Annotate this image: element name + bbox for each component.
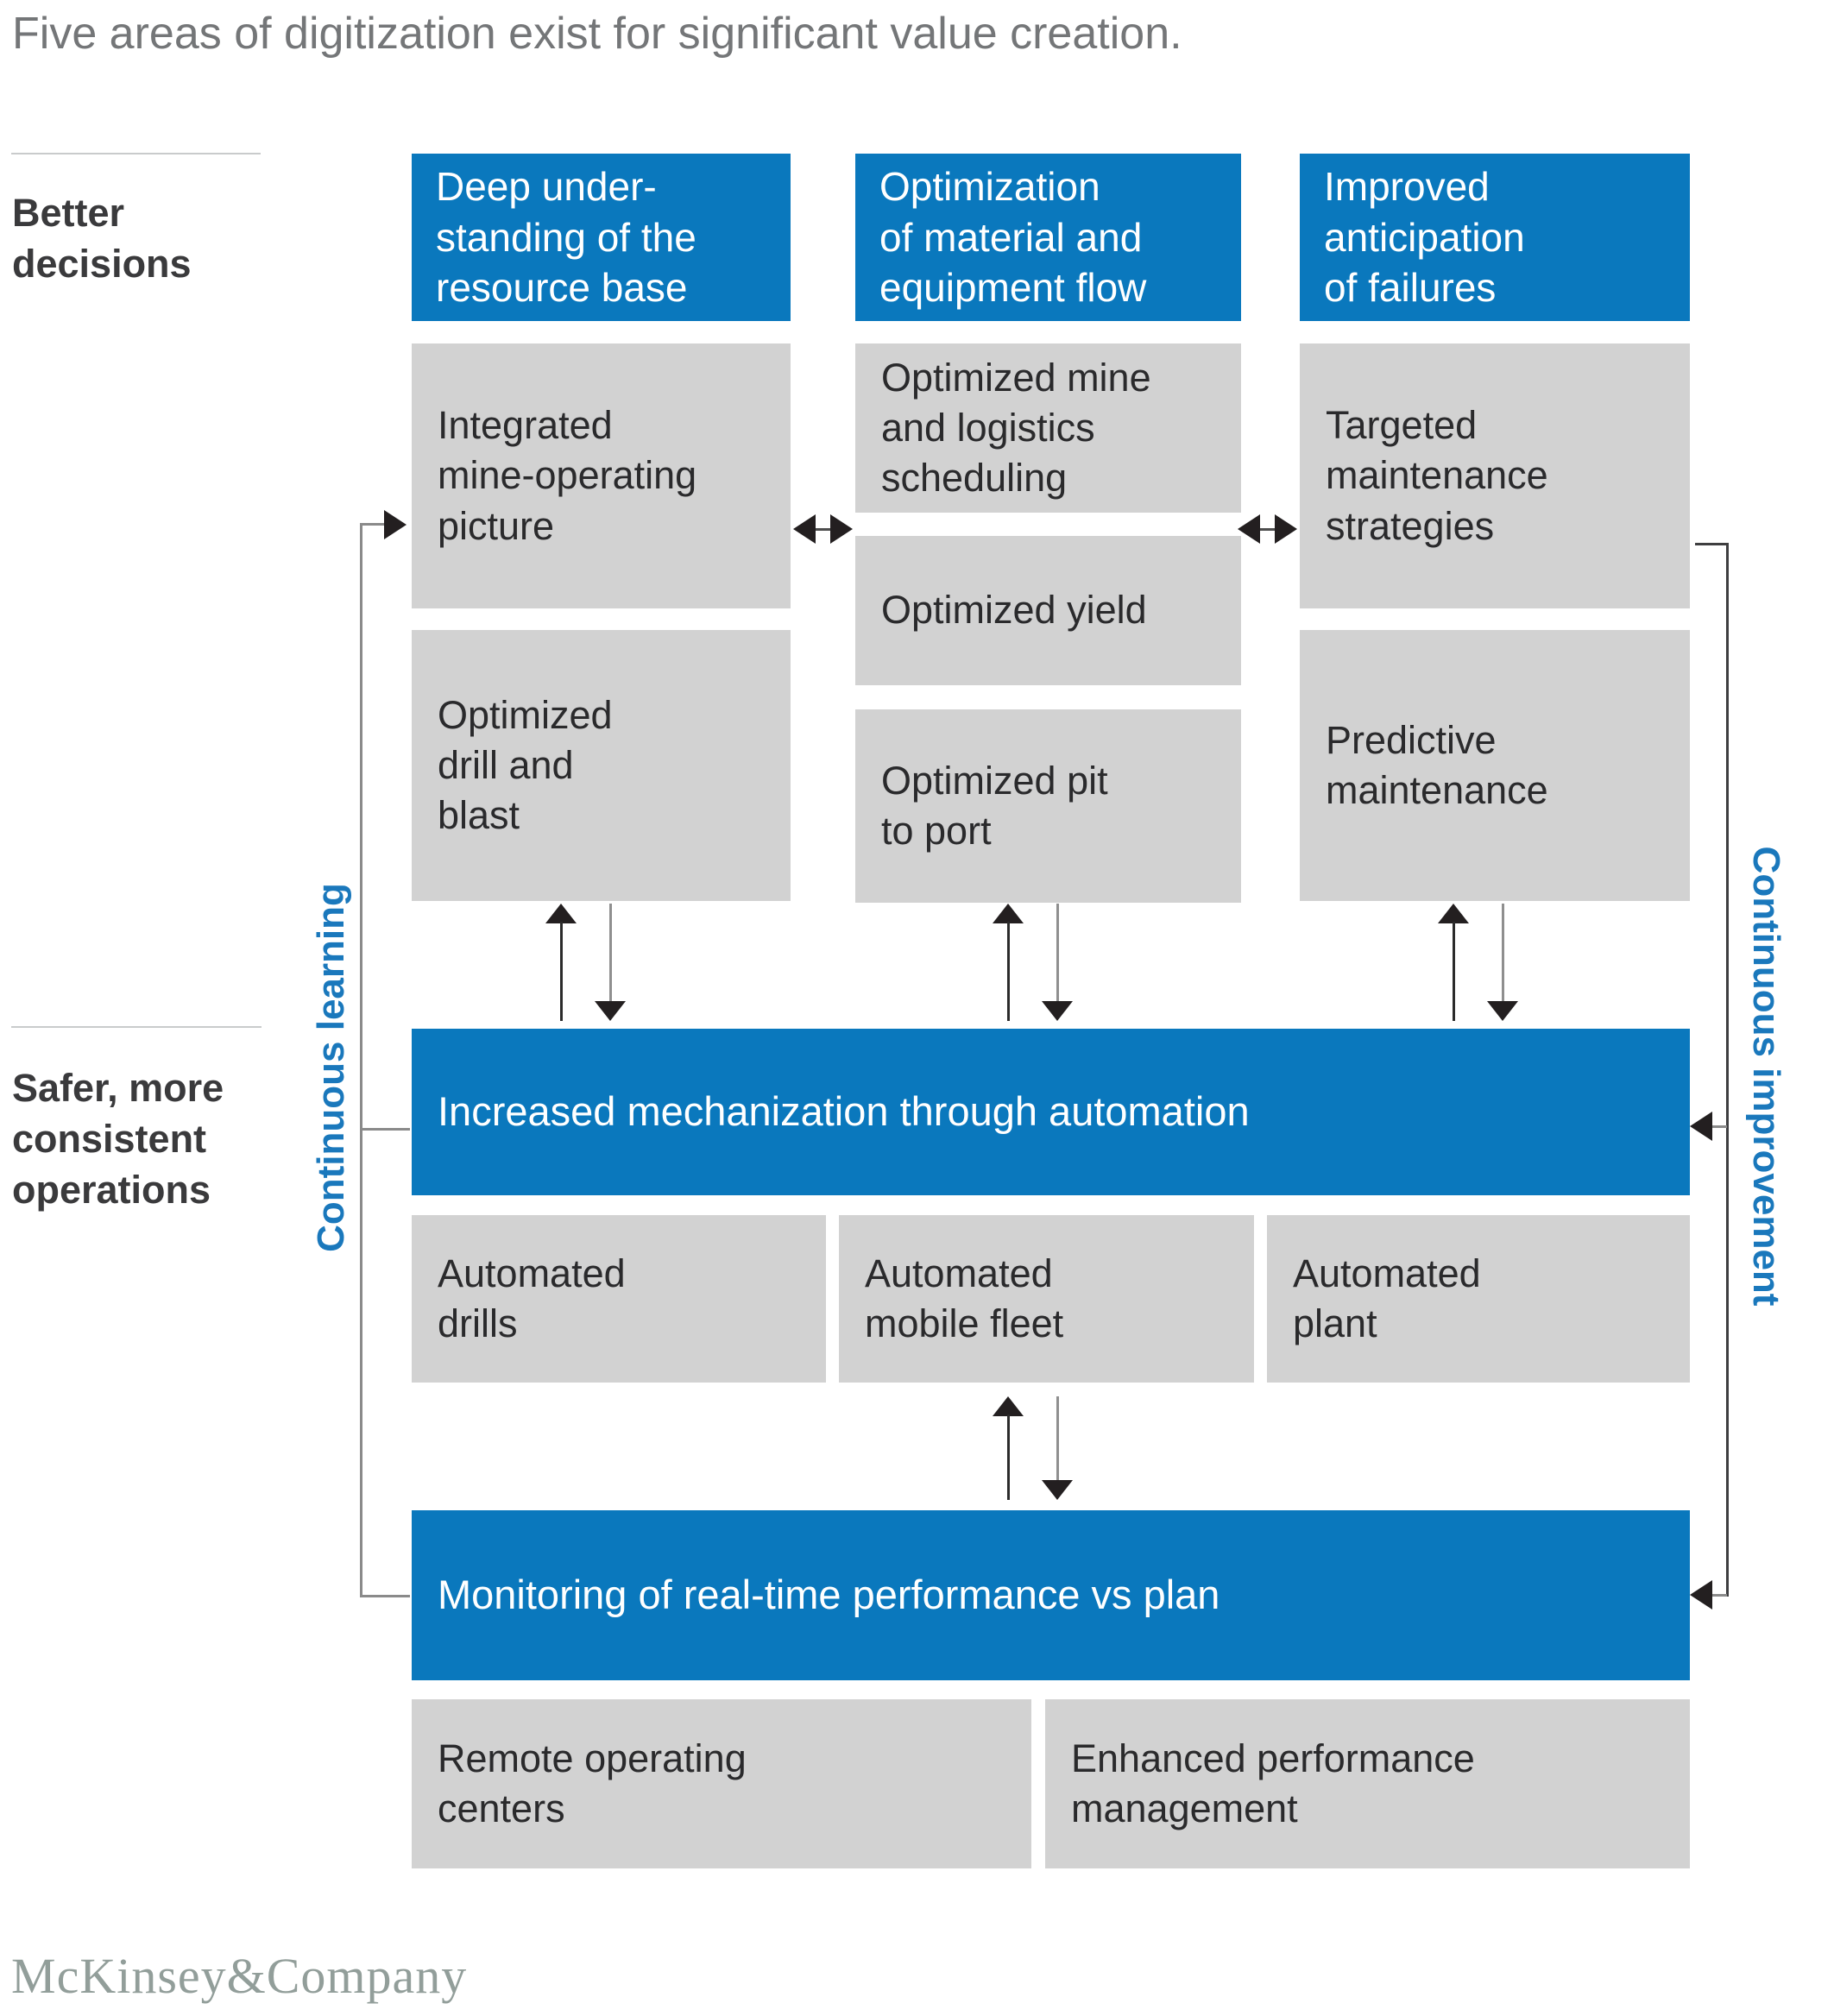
box-optimized-mine-logistics-scheduling-label: Optimized mine and logistics scheduling	[881, 355, 1151, 501]
left-loop-top-segment	[360, 523, 384, 526]
arrow-shaft	[1254, 528, 1282, 531]
bar-monitoring-realtime-label: Monitoring of real-time performance vs p…	[438, 1572, 1220, 1618]
arrowhead-right-icon	[830, 514, 853, 544]
down-arrowhead-icon	[1042, 1480, 1073, 1500]
box-enhanced-performance-management: Enhanced performance management	[1045, 1699, 1690, 1868]
arrow-shaft	[1007, 922, 1010, 1021]
header-anticipation-failures: Improved anticipation of failures	[1300, 154, 1690, 321]
right-loop-bottom-segment	[1712, 1594, 1727, 1597]
bar-monitoring-realtime: Monitoring of real-time performance vs p…	[412, 1510, 1690, 1680]
up-arrowhead-icon	[993, 904, 1024, 923]
box-automated-plant-label: Automated plant	[1293, 1251, 1481, 1345]
arrow-shaft	[810, 528, 837, 531]
right-loop-top-segment	[1695, 543, 1729, 545]
header-resource-base-label: Deep under- standing of the resource bas…	[436, 164, 696, 311]
arrowhead-into-resource-column-icon	[384, 510, 407, 539]
box-optimized-pit-to-port-label: Optimized pit to port	[881, 758, 1108, 853]
box-automated-drills: Automated drills	[412, 1215, 826, 1383]
arrowhead-into-mechanization-bar-icon	[1690, 1112, 1712, 1141]
divider-safer-operations	[11, 1026, 262, 1028]
box-enhanced-performance-management-label: Enhanced performance management	[1071, 1736, 1475, 1830]
arrowhead-left-icon	[793, 514, 816, 544]
box-automated-plant: Automated plant	[1267, 1215, 1690, 1383]
header-resource-base: Deep under- standing of the resource bas…	[412, 154, 791, 321]
arrow-shaft	[560, 922, 563, 1021]
box-integrated-mine-operating-picture-label: Integrated mine-operating picture	[438, 403, 697, 548]
left-loop-bottom-segment	[360, 1595, 410, 1597]
arrow-shaft	[1056, 1396, 1059, 1482]
box-optimized-drill-blast: Optimized drill and blast	[412, 630, 791, 901]
bar-increased-mechanization: Increased mechanization through automati…	[412, 1029, 1690, 1195]
arrow-shaft	[1453, 922, 1455, 1021]
bar-increased-mechanization-label: Increased mechanization through automati…	[438, 1088, 1250, 1135]
divider-better-decisions	[11, 153, 261, 154]
row-label-better-decisions: Better decisions	[12, 191, 192, 286]
box-optimized-mine-logistics-scheduling: Optimized mine and logistics scheduling	[855, 343, 1241, 513]
box-optimized-pit-to-port: Optimized pit to port	[855, 709, 1241, 903]
arrow-shaft	[1056, 904, 1059, 1003]
header-material-equipment-flow-label: Optimization of material and equipment f…	[879, 164, 1147, 311]
header-material-equipment-flow: Optimization of material and equipment f…	[855, 154, 1241, 321]
box-automated-mobile-fleet: Automated mobile fleet	[839, 1215, 1254, 1383]
mckinsey-logo: McKinsey&Company	[11, 1948, 468, 2004]
down-arrowhead-icon	[595, 1001, 626, 1021]
box-automated-mobile-fleet-label: Automated mobile fleet	[865, 1251, 1064, 1345]
row-label-safer-operations: Safer, more consistent operations	[12, 1066, 224, 1212]
up-arrowhead-icon	[545, 904, 577, 923]
left-loop-vertical-line	[360, 523, 362, 1597]
box-optimized-yield: Optimized yield	[855, 536, 1241, 685]
box-automated-drills-label: Automated drills	[438, 1251, 626, 1345]
down-arrowhead-icon	[1487, 1001, 1518, 1021]
box-integrated-mine-operating-picture: Integrated mine-operating picture	[412, 343, 791, 608]
arrow-shaft	[609, 904, 612, 1003]
up-arrowhead-icon	[1438, 904, 1469, 923]
box-predictive-maintenance-label: Predictive maintenance	[1326, 717, 1548, 812]
continuous-learning-label: Continuous learning	[310, 883, 352, 1252]
box-optimized-drill-blast-label: Optimized drill and blast	[438, 692, 613, 838]
arrowhead-into-monitoring-bar-icon	[1690, 1580, 1712, 1610]
box-targeted-maintenance-strategies: Targeted maintenance strategies	[1300, 343, 1690, 608]
right-loop-mid-segment	[1712, 1125, 1727, 1128]
box-predictive-maintenance: Predictive maintenance	[1300, 630, 1690, 901]
up-arrowhead-icon	[993, 1396, 1024, 1416]
down-arrowhead-icon	[1042, 1001, 1073, 1021]
left-loop-mid-segment	[360, 1128, 410, 1131]
box-optimized-yield-label: Optimized yield	[881, 588, 1147, 633]
arrowhead-left-icon	[1238, 514, 1260, 544]
header-anticipation-failures-label: Improved anticipation of failures	[1324, 164, 1525, 311]
exhibit-title: Five areas of digitization exist for sig…	[12, 9, 1182, 59]
right-loop-vertical-line	[1726, 543, 1729, 1597]
continuous-improvement-label: Continuous improvement	[1745, 846, 1787, 1307]
box-remote-operating-centers-label: Remote operating centers	[438, 1736, 747, 1830]
box-targeted-maintenance-strategies-label: Targeted maintenance strategies	[1326, 403, 1548, 548]
arrowhead-right-icon	[1275, 514, 1297, 544]
arrow-shaft	[1502, 904, 1504, 1003]
arrow-shaft	[1007, 1414, 1010, 1500]
box-remote-operating-centers: Remote operating centers	[412, 1699, 1031, 1868]
